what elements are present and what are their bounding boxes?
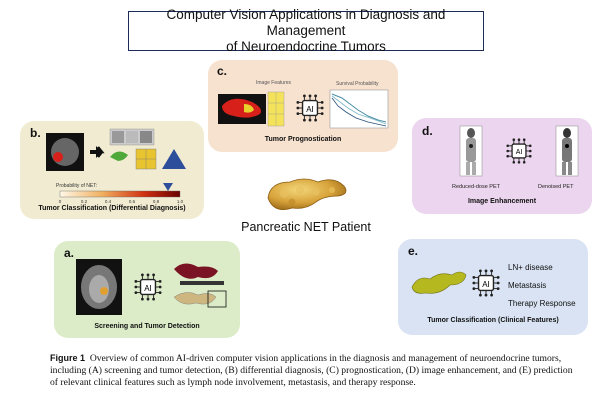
title-line-2: of Neuroendocrine Tumors (226, 39, 386, 54)
figure-label: Figure 1 (50, 353, 86, 363)
panel-d-label: Image Enhancement (467, 198, 537, 205)
ai-label: AI (144, 284, 152, 293)
segmentation-shape (110, 151, 128, 161)
feature-ln-disease: LN+ disease (508, 263, 553, 272)
panel-e-letter: e. (408, 244, 419, 258)
panel-c-label: Tumor Prognostication (264, 136, 342, 143)
probability-tick-label: 1.0 (177, 199, 184, 204)
panel-c-tumor-prognostication: c. Image Features Survival Probability A… (208, 60, 398, 152)
panel-b-label: Tumor Classification (Differential Diagn… (38, 205, 186, 212)
panel-a-letter: a. (64, 246, 75, 260)
detection-box (207, 290, 227, 308)
probability-tick-label: 0.8 (153, 199, 160, 204)
reduced-dose-label: Reduced-dose PET (452, 184, 500, 190)
panel-a-screening: a. AI Screening and Tumor Detection (54, 241, 240, 338)
prognostication-illustration: AI (218, 89, 389, 129)
pet-illustration: AI (459, 125, 579, 177)
segmented-pancreas-outline (173, 292, 217, 305)
panel-e-label: Tumor Classification (Clinical Features) (427, 317, 559, 324)
probability-colorbar (59, 190, 181, 198)
caption-text: Overview of common AI-driven computer vi… (50, 353, 573, 388)
denoised-label: Denoised PET (538, 184, 574, 190)
tumor-segmentation (222, 98, 261, 118)
diagram-title: Computer Vision Applications in Diagnosi… (128, 7, 484, 54)
probability-tick-label: 0.4 (105, 199, 112, 204)
ai-label: AI (516, 149, 523, 156)
survival-probability-label: Survival Probability (336, 81, 379, 87)
panel-c-letter: c. (217, 64, 228, 78)
ai-label: AI (306, 105, 314, 114)
pancreas-icon (267, 178, 347, 211)
probability-label: Probability of NET: (56, 183, 98, 189)
panel-d-image-enhancement: d. AI Reduced-dose PET Denoised PET Imag… (412, 118, 592, 214)
feature-metastasis: Metastasis (508, 281, 547, 290)
survival-curve-plot (329, 89, 389, 129)
center-label: Pancreatic NET Patient (241, 220, 371, 234)
panel-d-letter: d. (422, 124, 433, 138)
probability-tick-label: 0.6 (129, 199, 136, 204)
segmented-pancreas-red (174, 263, 218, 279)
screening-illustration: AI (76, 259, 227, 315)
feature-therapy-response: Therapy Response (508, 299, 576, 308)
pyramid-shape (162, 149, 186, 169)
probability-tick-label: 0.2 (81, 199, 88, 204)
probability-tick-label: 0 (59, 199, 62, 204)
panel-a-label: Screening and Tumor Detection (94, 323, 200, 330)
figure-caption: Figure 1 Overview of common AI-driven co… (50, 352, 582, 389)
panel-b-letter: b. (30, 126, 41, 140)
classification-illustration (46, 128, 186, 171)
ai-label: AI (482, 280, 490, 289)
probability-scale: 0 0.2 0.4 0.6 0.8 1.0 (59, 183, 184, 204)
pancreas-3d-model (411, 271, 467, 294)
panel-e-clinical-features: e. AI LN+ disease Metastasis Therapy Res… (398, 239, 588, 335)
title-line-1: Computer Vision Applications in Diagnosi… (166, 7, 446, 38)
probability-indicator (163, 183, 173, 191)
clinical-illustration: AI (411, 269, 500, 297)
image-features-label: Image Features (256, 80, 292, 86)
